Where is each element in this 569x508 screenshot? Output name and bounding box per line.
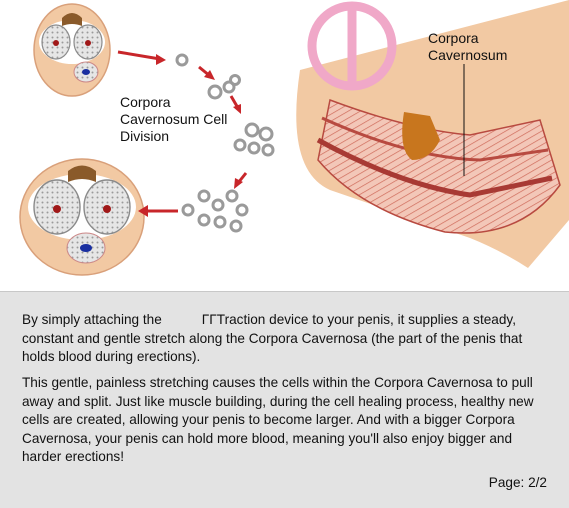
small-cross-section (33, 3, 111, 97)
brand-glyph: ΓΓ (201, 312, 217, 327)
intro-rest-text: Traction device to your penis, it suppli… (22, 312, 523, 364)
page-indicator: Page: 2/2 (488, 475, 547, 490)
intro-start-text: By simply attaching the (22, 312, 162, 327)
description-panel: By simply attaching the ΓΓTraction device… (0, 291, 569, 508)
corpora-cavernosum-label: Corpora Cavernosum (428, 30, 508, 63)
paragraph-explanation: This gentle, painless stretching causes … (22, 375, 534, 464)
large-cross-section (19, 158, 145, 276)
arrows (117, 50, 248, 217)
paragraph-intro: By simply attaching the ΓΓTraction device… (22, 311, 552, 367)
side-view-illustration (296, 0, 569, 268)
dividing-cells (175, 53, 275, 233)
cell-division-label: Corpora Cavernosum Cell Division (120, 94, 228, 144)
diagram-illustration (19, 0, 569, 276)
